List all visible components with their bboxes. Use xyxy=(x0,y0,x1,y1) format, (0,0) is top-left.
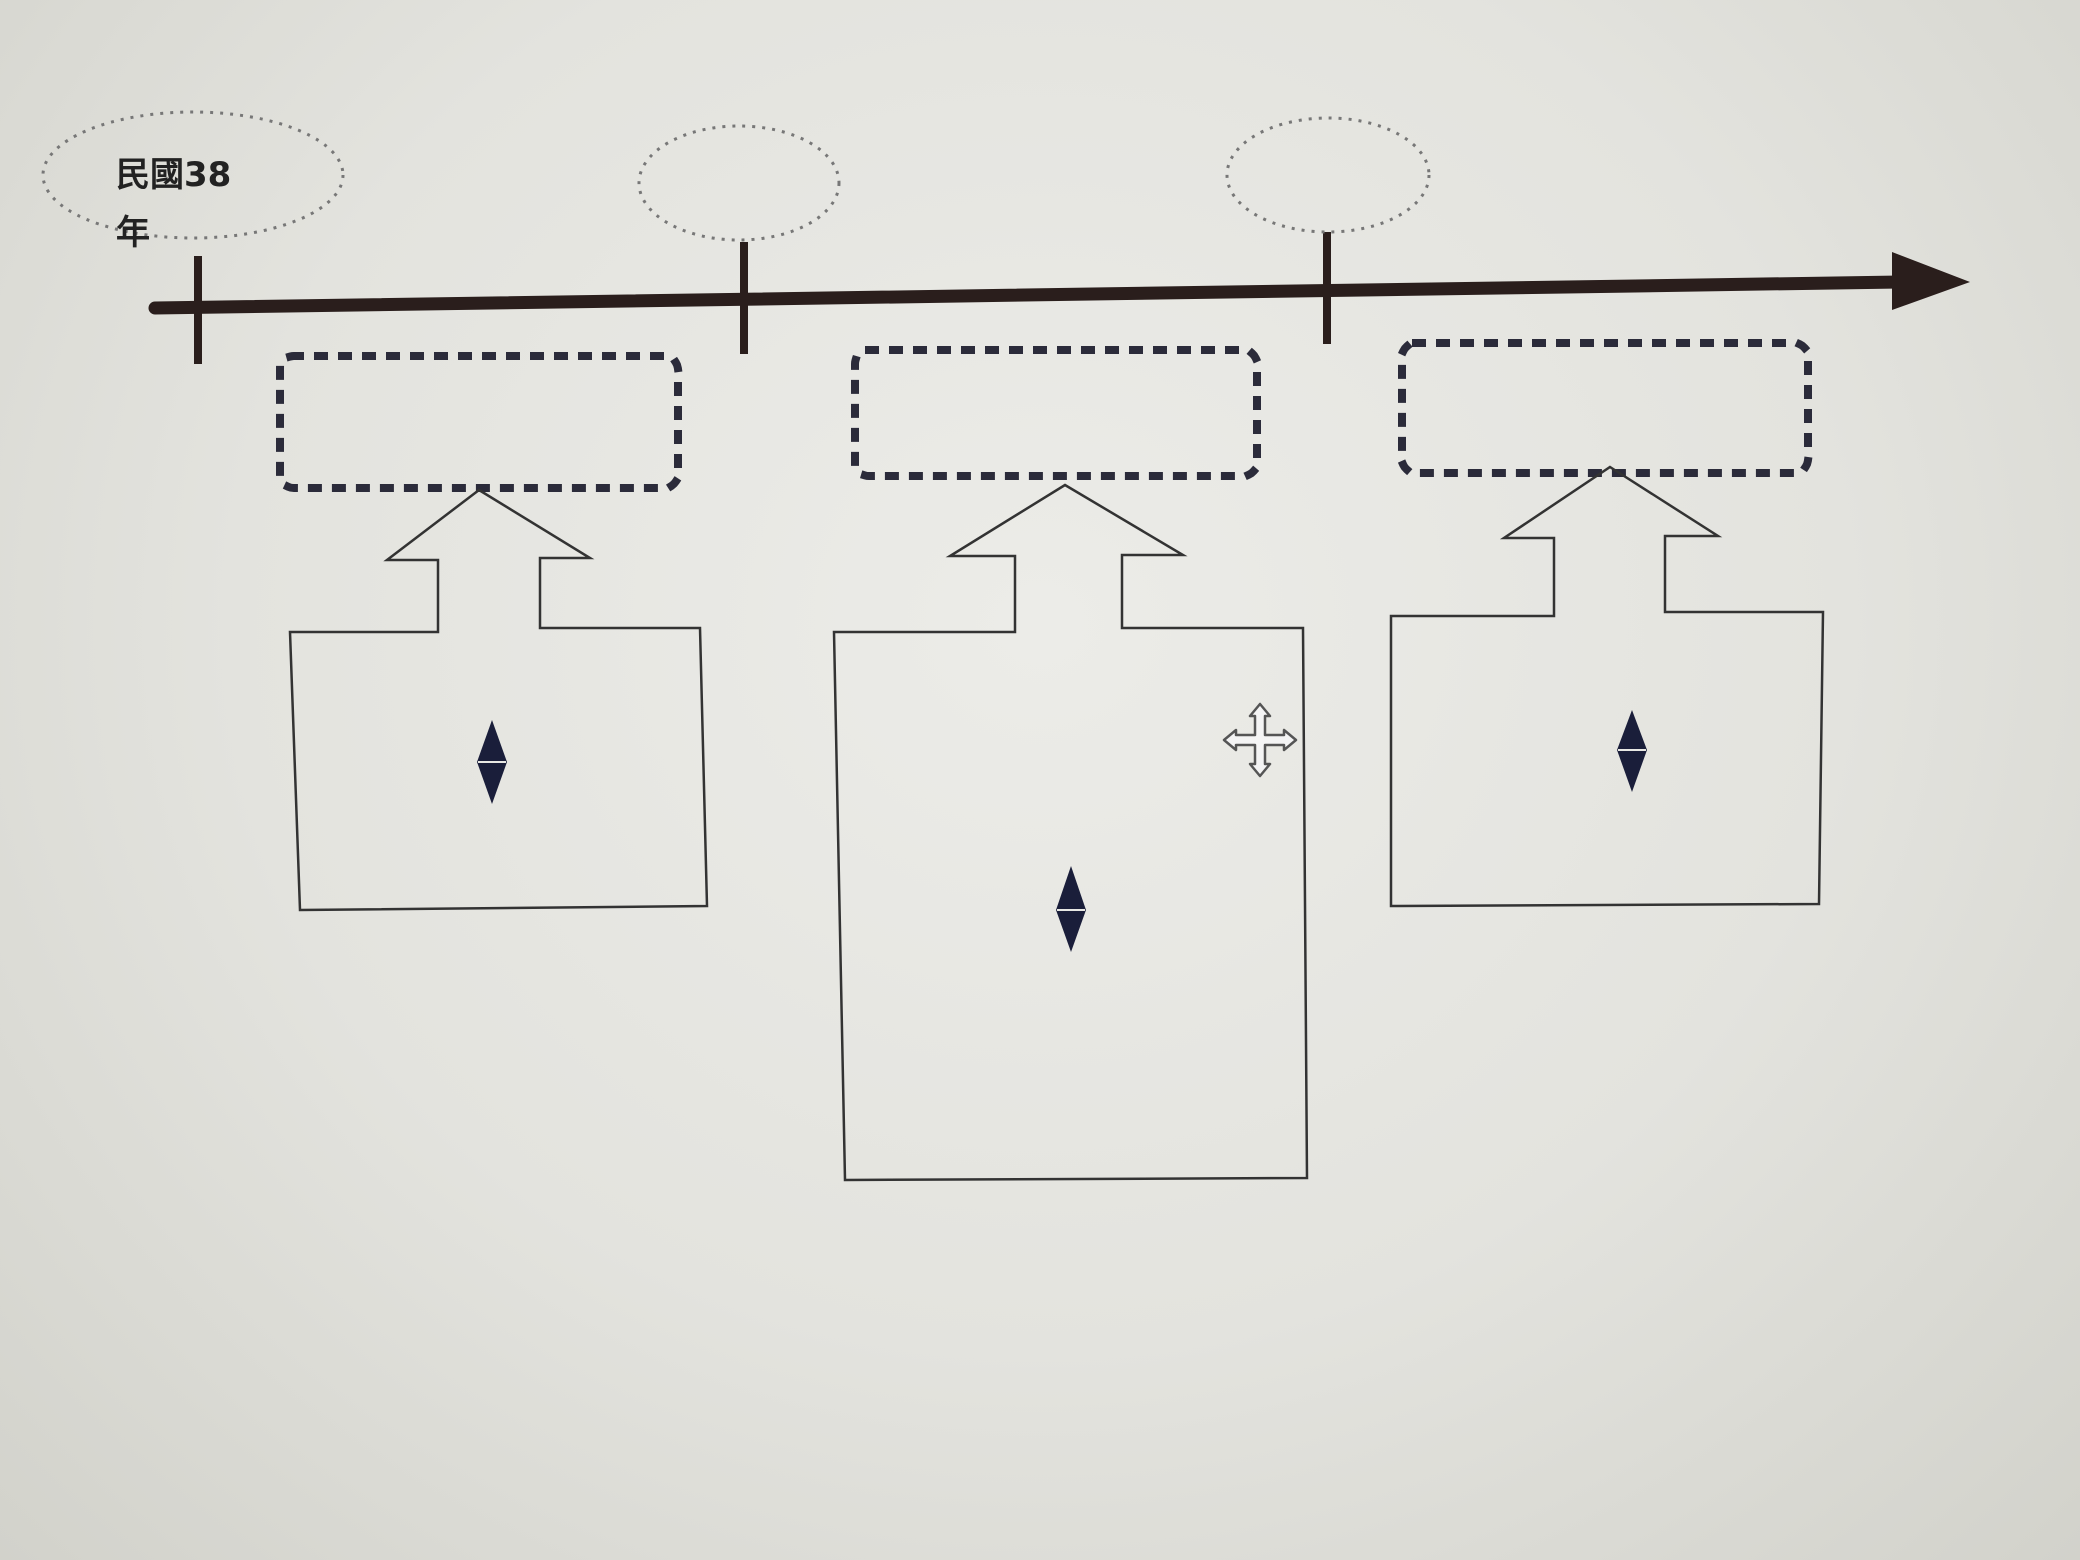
year-label-line-1: 民國38 xyxy=(116,155,231,195)
year-ellipse-1[interactable] xyxy=(41,110,345,240)
event-textbox-1[interactable] xyxy=(276,352,682,492)
vertical-resize-handle-icon[interactable] xyxy=(1617,710,1647,792)
vertical-resize-handle-icon[interactable] xyxy=(1056,866,1086,952)
year-label-line-2: 年 xyxy=(116,213,150,253)
arrow-callout-2[interactable] xyxy=(832,483,1309,1182)
event-textbox-3[interactable] xyxy=(1398,339,1812,477)
arrow-callout-3[interactable] xyxy=(1389,465,1825,908)
move-cursor-icon xyxy=(1222,702,1298,778)
event-textbox-2[interactable] xyxy=(851,346,1261,480)
timeline-axis[interactable] xyxy=(148,252,1970,315)
arrow-callout-1[interactable] xyxy=(288,488,709,912)
year-ellipse-2[interactable] xyxy=(637,124,841,242)
timeline-arrowhead xyxy=(1892,252,1970,310)
vertical-resize-handle-icon[interactable] xyxy=(477,720,507,804)
year-ellipse-3[interactable] xyxy=(1225,116,1431,234)
